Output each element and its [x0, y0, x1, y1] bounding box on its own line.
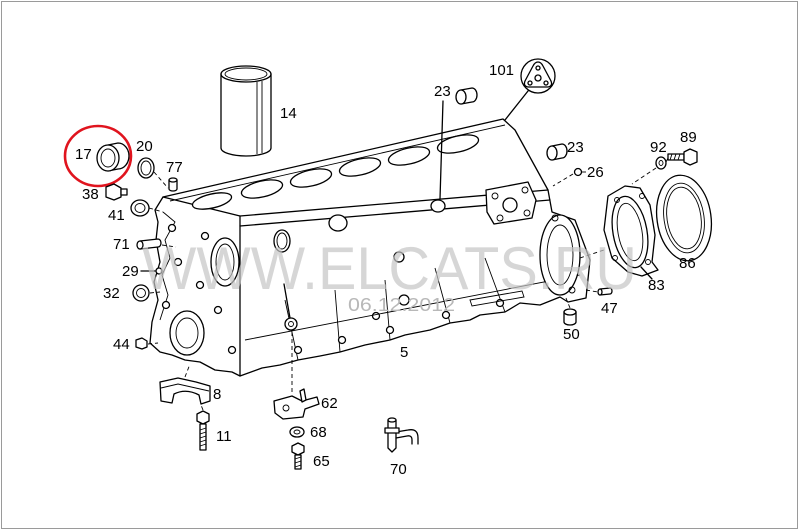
pin-part-47 — [597, 287, 613, 296]
callout-14[interactable]: 14 — [280, 105, 297, 122]
washer-part-92 — [655, 156, 667, 170]
leader-101 — [504, 90, 529, 121]
date-stamp: 06.12.2012 — [348, 295, 455, 315]
bolt-part-89 — [667, 148, 698, 166]
callout-62[interactable]: 62 — [321, 395, 338, 412]
callout-20[interactable]: 20 — [136, 138, 153, 155]
dowel-pin-part-71 — [136, 238, 162, 250]
callout-65[interactable]: 65 — [313, 453, 330, 470]
leader-83 — [640, 266, 653, 280]
callout-38[interactable]: 38 — [82, 186, 99, 203]
callout-68[interactable]: 68 — [310, 424, 327, 441]
callouts: 101 23 14 17 20 77 38 41 71 29 32 44 8 1… — [75, 62, 697, 478]
ring-part-41 — [130, 199, 150, 217]
seal-carrier-part-83 — [603, 185, 659, 277]
highlight-ring-17 — [63, 124, 133, 188]
plug-part-23-right — [546, 143, 568, 161]
seal-ring-part-20 — [137, 157, 155, 179]
plate-part-101 — [520, 58, 556, 94]
engine-block-part-5 — [149, 118, 591, 377]
callout-83[interactable]: 83 — [648, 277, 665, 294]
assembly-lines — [147, 157, 669, 411]
cylinder-bores — [191, 134, 480, 210]
plug-part-17 — [96, 142, 130, 172]
plug-part-50 — [563, 308, 577, 326]
callout-26[interactable]: 26 — [587, 164, 604, 181]
plug-part-38 — [105, 183, 128, 201]
callout-17[interactable]: 17 — [75, 146, 92, 163]
plug-part-26 — [573, 167, 583, 177]
callout-92[interactable]: 92 — [650, 139, 667, 156]
callout-41[interactable]: 41 — [108, 207, 125, 224]
bolt-part-11 — [196, 410, 210, 451]
callout-77[interactable]: 77 — [166, 159, 183, 176]
callout-32[interactable]: 32 — [103, 285, 120, 302]
cylinder-liner-part-14 — [220, 65, 272, 157]
callout-71[interactable]: 71 — [113, 236, 130, 253]
callout-23-top[interactable]: 23 — [434, 83, 451, 100]
bolt-part-65 — [291, 442, 305, 470]
callout-89[interactable]: 89 — [680, 129, 697, 146]
callout-70[interactable]: 70 — [390, 461, 407, 478]
radial-seal-part-86 — [655, 174, 713, 262]
callout-50[interactable]: 50 — [563, 326, 580, 343]
callout-44[interactable]: 44 — [113, 336, 130, 353]
callout-86[interactable]: 86 — [679, 255, 696, 272]
leader-23-top — [439, 100, 444, 200]
nozzle-bracket-part-62 — [273, 388, 320, 420]
bearing-cap-part-8 — [159, 377, 211, 405]
fitting-part-70 — [384, 417, 419, 453]
nut-part-44 — [135, 337, 148, 350]
callout-29[interactable]: 29 — [122, 263, 139, 280]
callout-23-right[interactable]: 23 — [567, 139, 584, 156]
plug-part-23-top — [455, 87, 478, 105]
washer-part-68 — [289, 426, 305, 438]
callout-5[interactable]: 5 — [400, 344, 408, 361]
ring-part-32 — [132, 284, 150, 302]
pin-part-77 — [168, 177, 178, 192]
pin-part-29 — [140, 267, 163, 275]
callout-8[interactable]: 8 — [213, 386, 221, 403]
callout-47[interactable]: 47 — [601, 300, 618, 317]
watermark-text: WWW.ELCATS.RU — [142, 235, 637, 302]
callout-11[interactable]: 11 — [216, 428, 232, 445]
callout-101[interactable]: 101 — [489, 62, 514, 79]
